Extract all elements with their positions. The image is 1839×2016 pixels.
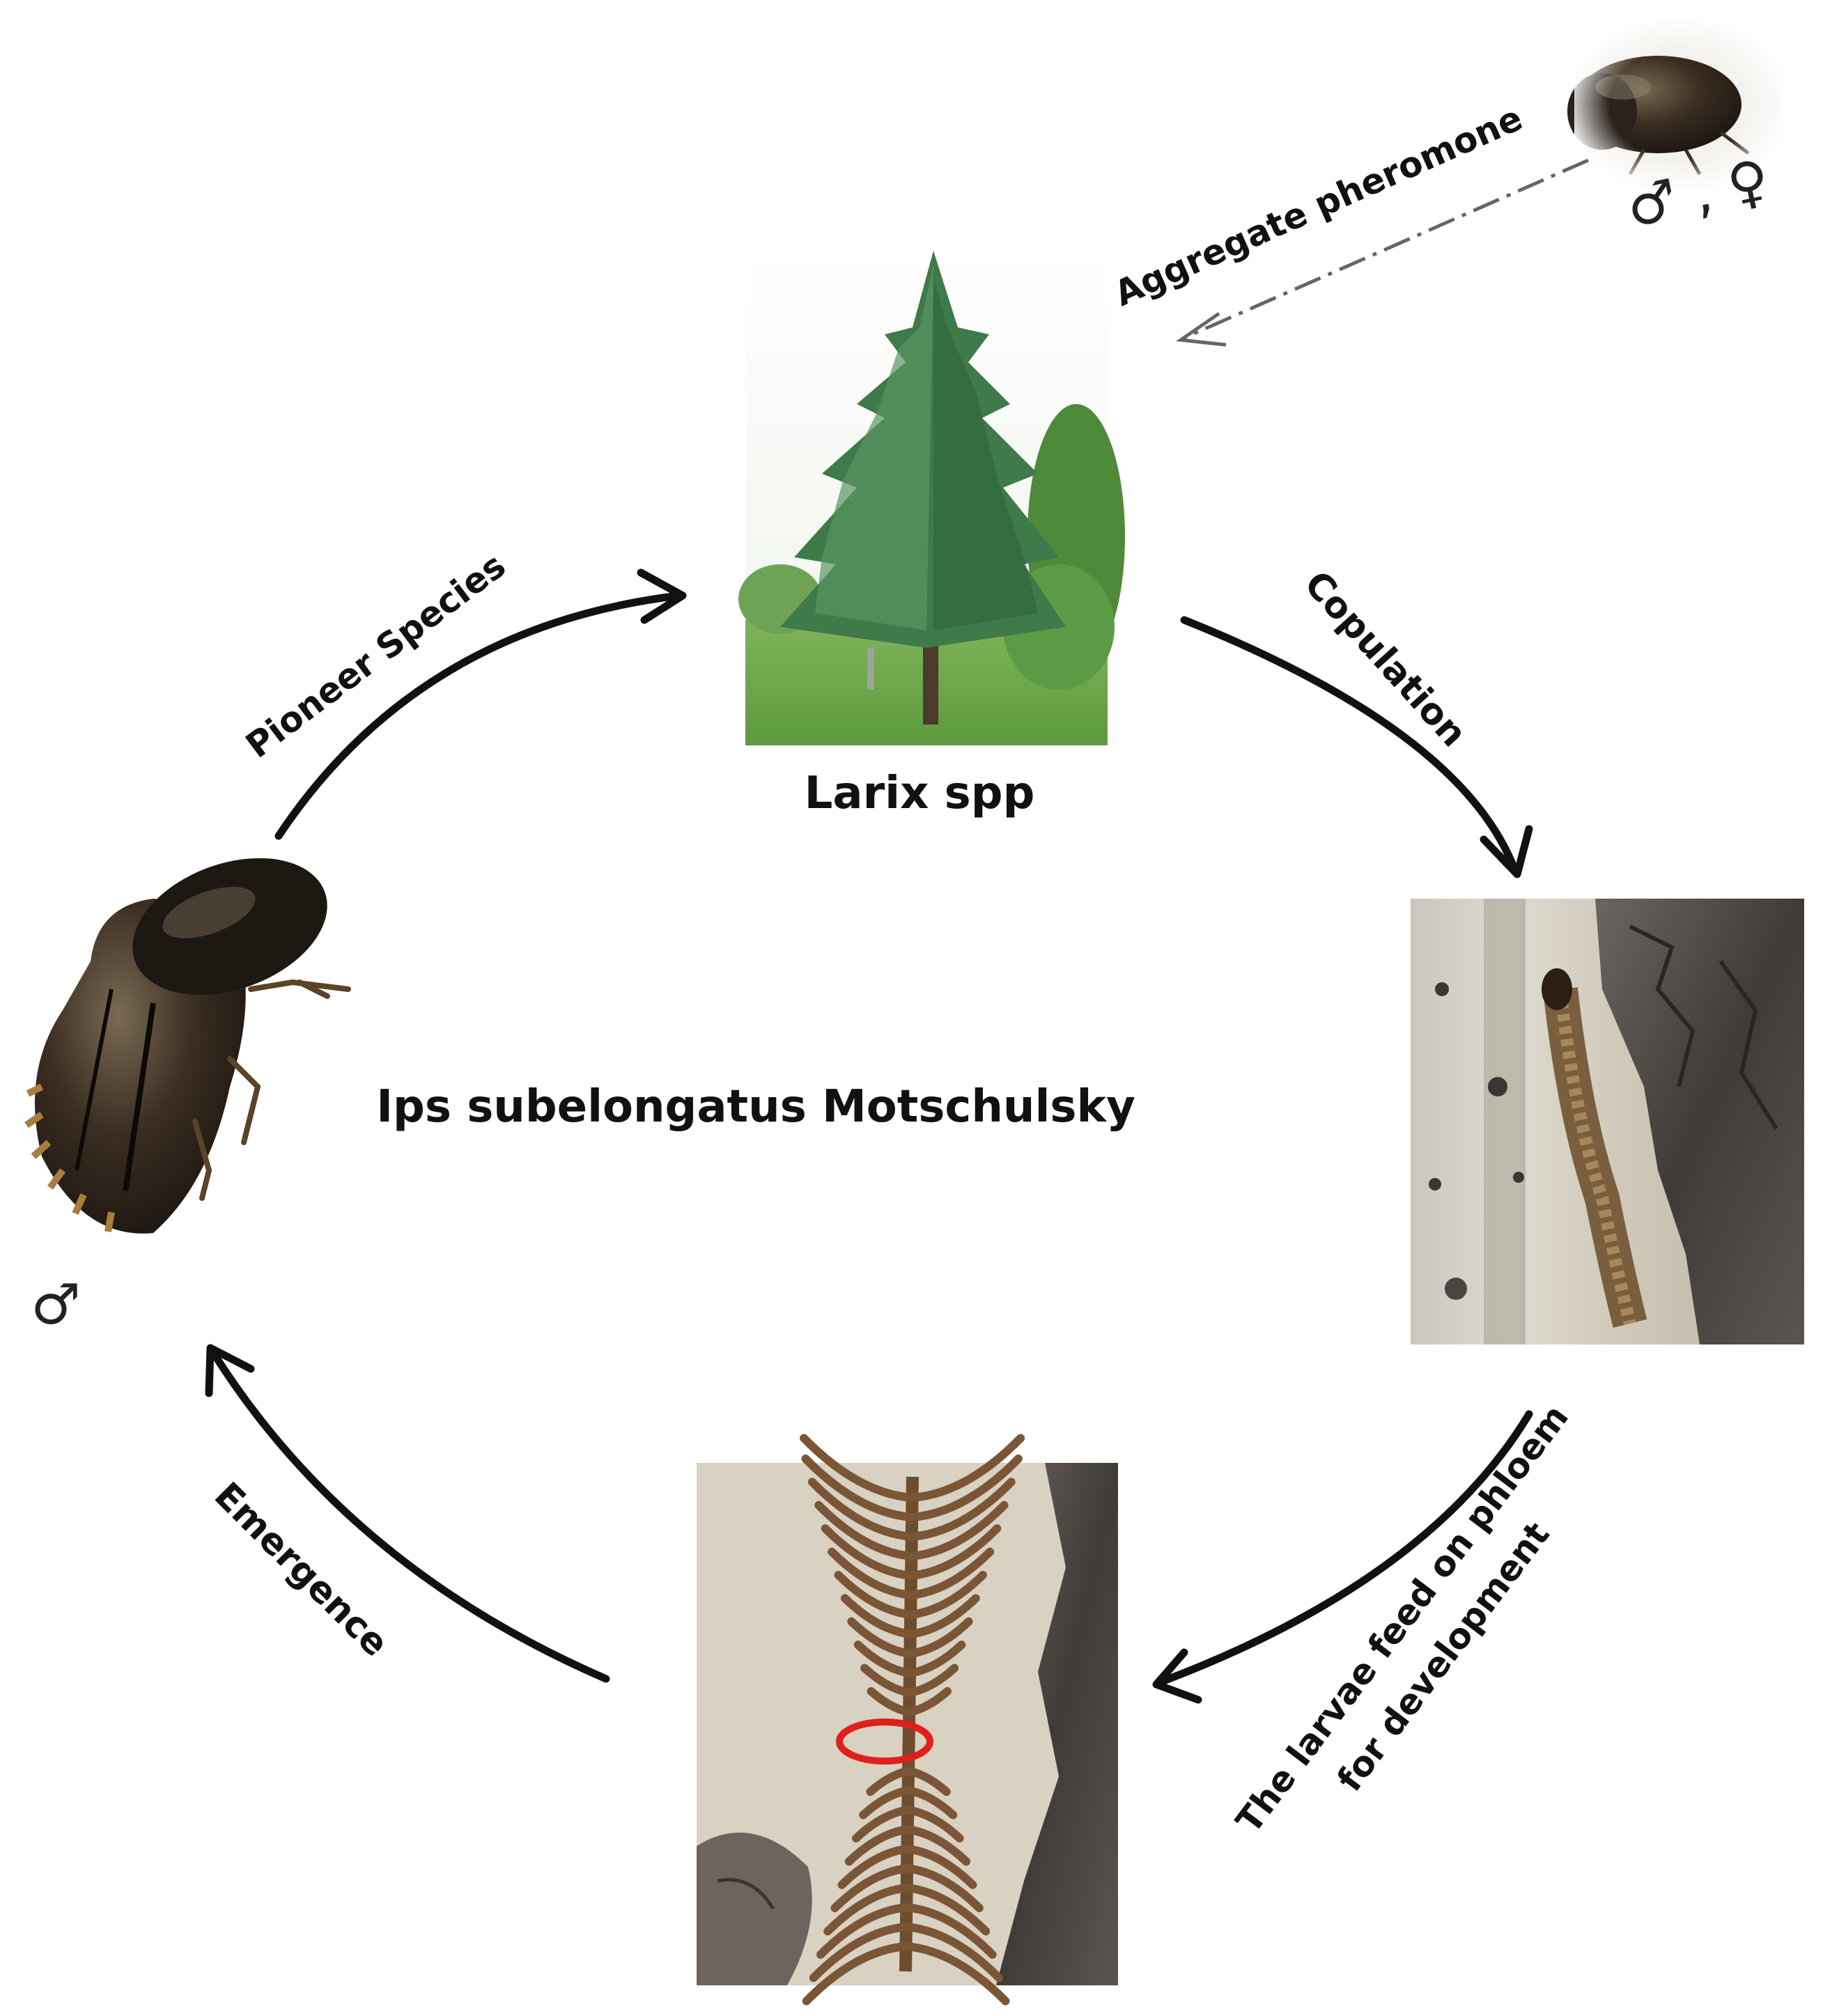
larval-tunnel	[834, 1570, 915, 1619]
larval-tunnel	[908, 1434, 1025, 1502]
arrowhead-copulation	[1480, 825, 1533, 878]
larval-tunnel	[816, 1903, 911, 1959]
larval-tunnel	[847, 1617, 915, 1658]
larvae-label-line1: The larvae feed on phloem	[1228, 1397, 1576, 1840]
arrowhead-larvae	[1152, 1648, 1202, 1704]
larval-tunnel	[837, 1845, 912, 1889]
larval-tunnel	[907, 1501, 1009, 1560]
larval-tunnel	[814, 1501, 916, 1560]
larval-tunnel	[902, 1884, 991, 1936]
larval-tunnel	[860, 1664, 914, 1697]
larch-tree-photo	[738, 247, 1125, 745]
larval-tunnel	[823, 1884, 911, 1936]
male-beetle-image	[24, 858, 351, 1234]
larval-tunnel	[904, 1767, 951, 1797]
larval-tunnel	[906, 1594, 980, 1638]
larval-tunnel	[853, 1641, 915, 1677]
arrow-copulation	[1180, 616, 1519, 875]
larval-tunnel	[821, 1524, 916, 1580]
larval-tunnel	[902, 1903, 997, 1959]
larval-tunnel	[830, 1864, 912, 1913]
larval-tunnel	[906, 1617, 973, 1658]
highlight-ring	[836, 1719, 933, 1765]
larval-tunnel	[908, 1455, 1023, 1521]
larval-tunnel	[852, 1806, 913, 1843]
larval-tunnel	[907, 1478, 1016, 1541]
larval-tunnel	[828, 1547, 915, 1599]
larval-tunnel	[903, 1864, 984, 1913]
cycle-arrows	[205, 568, 1533, 1704]
larval-tunnel	[906, 1547, 995, 1599]
arrow-pioneer	[274, 591, 683, 840]
larval-tunnel	[901, 1942, 1010, 2006]
larval-tunnel	[903, 1825, 971, 1866]
larval-tunnel	[802, 1942, 910, 2006]
larval-tunnel	[906, 1570, 987, 1619]
bark-gallery-photo	[1411, 899, 1804, 1344]
larval-gallery-photo	[697, 1434, 1118, 2006]
larval-tunnel	[907, 1524, 1002, 1580]
larval-tunnel	[844, 1825, 912, 1866]
pheromone-dashed-arrow	[1176, 158, 1590, 347]
larval-tunnel	[903, 1786, 958, 1820]
larval-tunnel	[906, 1641, 966, 1677]
larval-tunnel	[840, 1594, 915, 1638]
species-title: Ips subelongatus Motschulsky	[376, 1081, 1135, 1133]
larval-tunnel	[903, 1806, 964, 1843]
arrowhead-emergence	[205, 1344, 255, 1397]
male-symbol: ♂	[31, 1272, 81, 1337]
larval-tunnel	[859, 1786, 913, 1820]
arrow-larvae	[1156, 1410, 1533, 1687]
larval-tunnel	[901, 1923, 1004, 1983]
larval-tunnel	[905, 1664, 959, 1697]
host-label: Larix spp	[805, 768, 1035, 819]
larval-tunnel	[807, 1478, 916, 1541]
larval-tunnel	[801, 1455, 917, 1521]
larval-tunnel	[800, 1434, 917, 1502]
larval-tunnel	[903, 1845, 977, 1889]
larval-tunnel	[809, 1923, 910, 1983]
aggregate-pheromone-label: Aggregate pheromone	[1108, 98, 1528, 314]
emergence-label: Emergence	[206, 1475, 396, 1665]
arrow-emergence	[208, 1347, 610, 1683]
larval-tunnel	[905, 1687, 952, 1716]
arrowhead-pioneer	[637, 568, 687, 624]
beetle-pair-image	[1567, 21, 1783, 188]
